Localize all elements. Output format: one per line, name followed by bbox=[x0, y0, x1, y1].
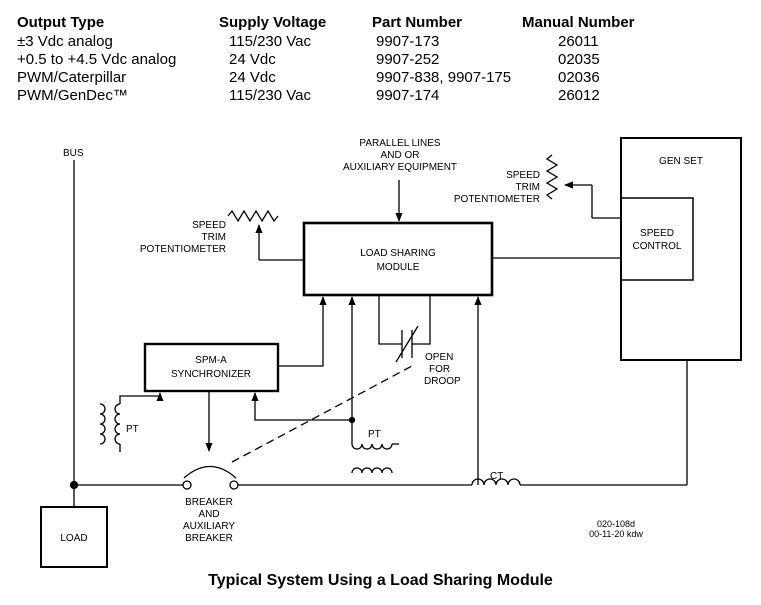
breaker-label-1: BREAKER bbox=[185, 497, 233, 508]
row-1-manual-number: 26011 bbox=[558, 33, 599, 50]
pt-left-secondary-coil bbox=[114, 403, 121, 445]
breaker-label-2: AND bbox=[198, 509, 219, 520]
row-4-supply-voltage: 115/230 Vac bbox=[229, 87, 312, 104]
header-manual-number: Manual Number bbox=[522, 14, 635, 31]
breaker-contact-left bbox=[182, 480, 192, 490]
droop-contact-slash bbox=[395, 325, 419, 363]
bus-label: BUS bbox=[63, 148, 84, 159]
row-4-part-number: 9907-174 bbox=[376, 87, 440, 104]
left-speed-trim-label-3: POTENTIOMETER bbox=[140, 244, 226, 255]
ct-label: CT bbox=[490, 471, 503, 482]
row-2-manual-number: 02035 bbox=[558, 51, 600, 68]
parallel-lines-label-3: AUXILIARY EQUIPMENT bbox=[343, 162, 457, 173]
spm-a-synchronizer-box bbox=[143, 342, 280, 393]
header-part-number: Part Number bbox=[372, 14, 463, 31]
pt-mid-label: PT bbox=[368, 429, 381, 440]
parallel-lines-label-1: PARALLEL LINES bbox=[359, 138, 440, 149]
pt-mid-primary-coil bbox=[351, 467, 393, 474]
open-for-droop-label-1: OPEN bbox=[425, 352, 453, 363]
row-3-output-type: PWM/Caterpillar bbox=[17, 69, 127, 86]
open-for-droop-label-3: DROOP bbox=[424, 376, 461, 387]
row-1-output-type: ±3 Vdc analog bbox=[17, 33, 113, 50]
header-supply-voltage: Supply Voltage bbox=[219, 14, 327, 31]
load-sharing-label-2: MODULE bbox=[377, 262, 420, 273]
gen-set-label: GEN SET bbox=[659, 156, 703, 167]
right-potentiometer-resistor bbox=[545, 154, 559, 200]
breaker-contact-right bbox=[229, 480, 239, 490]
row-4-output-type: PWM/GenDec™ bbox=[17, 87, 128, 104]
figure-caption: Typical System Using a Load Sharing Modu… bbox=[208, 572, 553, 589]
row-1-part-number: 9907-173 bbox=[376, 33, 440, 50]
row-2-part-number: 9907-252 bbox=[376, 51, 440, 68]
left-speed-trim-label-1: SPEED bbox=[192, 220, 226, 231]
spm-label-1: SPM-A bbox=[195, 355, 227, 366]
row-3-part-number: 9907-838, 9907-175 bbox=[376, 69, 512, 86]
pt-mid-to-spm-arrow bbox=[251, 392, 352, 421]
droop-contact-right-lead bbox=[412, 295, 431, 345]
right-speed-trim-label-1: SPEED bbox=[506, 170, 540, 181]
load-label: LOAD bbox=[60, 533, 87, 544]
right-speed-trim-label-3: POTENTIOMETER bbox=[454, 194, 540, 205]
spm-label-2: SYNCHRONIZER bbox=[171, 369, 251, 380]
right-speed-trim-label-2: TRIM bbox=[516, 182, 540, 193]
breaker-aux-dashed-link bbox=[231, 365, 413, 463]
drawing-ref-number: 020-108d bbox=[597, 519, 635, 529]
row-4-manual-number: 26012 bbox=[558, 87, 600, 104]
breaker-label-4: BREAKER bbox=[185, 533, 233, 544]
header-output-type: Output Type bbox=[17, 14, 105, 31]
breaker-label-3: AUXILIARY bbox=[183, 521, 235, 532]
row-2-output-type: +0.5 to +4.5 Vdc analog bbox=[17, 51, 177, 68]
load-sharing-module-box bbox=[302, 221, 494, 297]
droop-contact-left-lead bbox=[378, 295, 402, 345]
speed-control-label-1: SPEED bbox=[640, 228, 674, 239]
left-speed-trim-label-2: TRIM bbox=[202, 232, 226, 243]
load-sharing-label-1: LOAD SHARING bbox=[360, 248, 436, 259]
row-1-supply-voltage: 115/230 Vac bbox=[229, 33, 312, 50]
row-2-supply-voltage: 24 Vdc bbox=[229, 51, 276, 68]
pt-left-primary-coil bbox=[99, 403, 106, 445]
pt-left-to-spm-arrow bbox=[119, 392, 164, 404]
drawing-ref-date: 00-11-20 kdw bbox=[589, 529, 643, 539]
parallel-lines-label-2: AND OR bbox=[381, 150, 420, 161]
ct-coil bbox=[471, 478, 521, 486]
spm-to-lsm-arrow bbox=[278, 296, 327, 367]
speed-control-label-2: CONTROL bbox=[633, 241, 682, 252]
part-number-table: Output Type Supply Voltage Part Number M… bbox=[0, 0, 761, 110]
pt-mid-secondary-coil bbox=[351, 443, 393, 450]
load-box bbox=[40, 506, 108, 568]
pt-left-label: PT bbox=[126, 424, 139, 435]
row-3-manual-number: 02036 bbox=[558, 69, 600, 86]
speed-control-box bbox=[620, 197, 694, 281]
left-potentiometer-resistor bbox=[227, 209, 279, 223]
breaker-arc bbox=[183, 465, 237, 479]
open-for-droop-label-2: FOR bbox=[429, 364, 450, 375]
row-3-supply-voltage: 24 Vdc bbox=[229, 69, 276, 86]
